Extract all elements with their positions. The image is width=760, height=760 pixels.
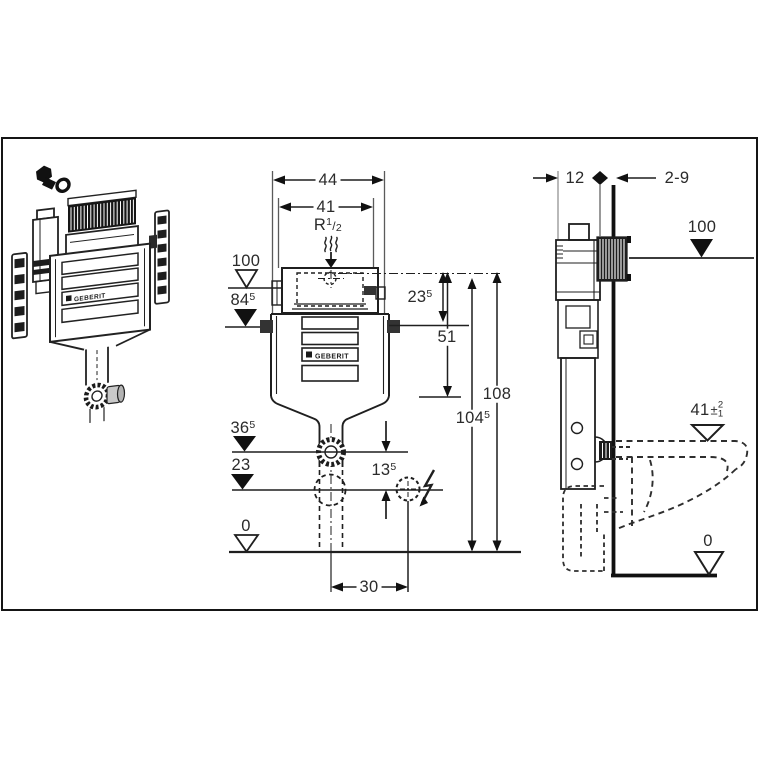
level-marker-filled-100-side: [690, 239, 713, 258]
drain-elbow-dashed: [562, 485, 623, 572]
dim-label-44: 44: [315, 172, 341, 189]
level-marker-filled-845: [234, 309, 257, 327]
dim-label-108: 108: [479, 386, 515, 403]
level-label-84-5: 845: [230, 290, 256, 309]
mount-clip-left: [260, 320, 273, 333]
inlet-grille: [67, 189, 137, 233]
sound-strip-right: [154, 209, 170, 305]
level-marker-filled-365: [233, 436, 256, 452]
cistern-side-profile: [555, 223, 612, 490]
dim-2-9: [616, 173, 656, 183]
dim-108: [492, 272, 502, 552]
level-marker-open-41: [689, 424, 726, 442]
screw-icon: [36, 165, 71, 194]
dim-label-30: 30: [356, 579, 382, 596]
level-marker-filled-23: [231, 474, 254, 490]
dim-label-41: 41: [313, 199, 339, 216]
dim-label-2-9: 2-9: [664, 168, 690, 187]
level-label-23: 23: [231, 455, 251, 474]
mount-clip-right: [387, 320, 400, 333]
dim-13-5: [381, 421, 391, 519]
extension-lines-front: [271, 171, 386, 313]
electrical-connection: [395, 469, 436, 507]
wc-pan-outline: [612, 440, 749, 530]
lightning-bolt-icon: [419, 469, 436, 507]
dim-label-inlet-thread: R1/2: [313, 215, 343, 234]
exploded-view-illustration: GEBERIT: [11, 165, 170, 424]
level-label-36-5: 365: [230, 418, 256, 437]
level-marker-open-100: [234, 269, 259, 290]
tank-body: GEBERIT: [49, 242, 151, 351]
water-squiggle-icon: [324, 235, 338, 268]
flush-pipe-3d: [83, 346, 126, 424]
outlet-pipe-dashed: [318, 470, 344, 547]
side-view-drawing: [533, 171, 754, 578]
level-marker-open-0-side: [693, 551, 725, 577]
level-label-100-front: 100: [231, 251, 261, 270]
dim-label-12: 12: [562, 170, 588, 187]
cistern-tank: GEBERIT: [260, 313, 400, 467]
front-view-drawing: GEBERIT: [225, 171, 521, 592]
dim-label-13-5: 135: [371, 460, 397, 479]
dim-12: [533, 171, 608, 185]
service-box: [271, 267, 386, 314]
dim-label-104-5: 1045: [452, 410, 494, 427]
sound-strip-left: [11, 252, 28, 340]
level-label-0-front: 0: [241, 516, 251, 535]
level-marker-open-0: [233, 534, 260, 554]
brand-logo-3d: GEBERIT: [74, 293, 106, 304]
level-label-0-side: 0: [703, 531, 713, 550]
drawing-frame: [1, 137, 758, 611]
dim-label-23-5: 235: [407, 287, 433, 306]
protection-box-hatched: [596, 236, 631, 282]
level-lines: [225, 287, 469, 491]
level-markers-front: [231, 269, 260, 554]
dim-label-51: 51: [434, 329, 460, 346]
brand-logo-front: GEBERIT: [315, 354, 349, 361]
dim-diamond-marker: [592, 171, 608, 185]
level-label-100-side: 100: [687, 217, 717, 236]
